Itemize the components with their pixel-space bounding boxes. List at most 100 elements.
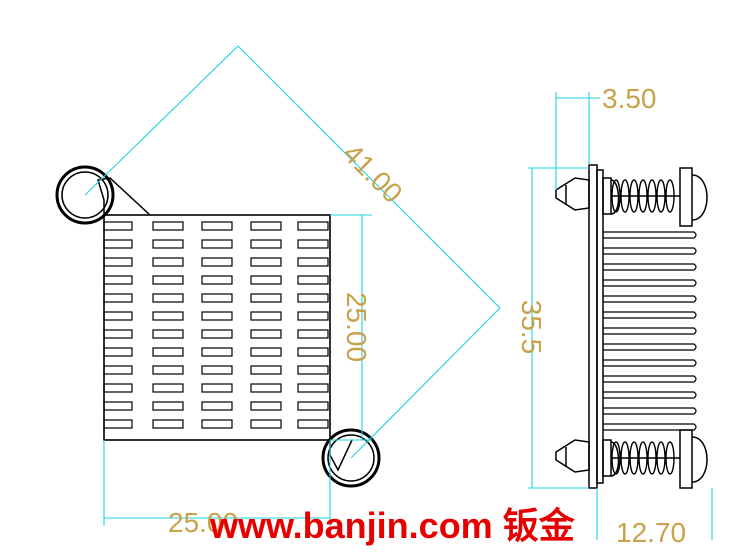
pin-fin: [201, 257, 233, 267]
side-fin: [603, 247, 697, 255]
pin-fin: [297, 383, 329, 393]
pin-fin: [250, 401, 282, 411]
heatsink-body-outline: [103, 214, 331, 441]
dimension-width-front: [103, 440, 331, 526]
clip-arm-top-left: [97, 177, 151, 216]
pin-fin: [297, 221, 329, 231]
dimension-pin-offset-label: 3.50: [602, 83, 657, 114]
pin-fin: [152, 401, 184, 411]
spring-coil: [638, 441, 648, 475]
spring-coil: [629, 179, 639, 213]
mounting-ring-top-left: [55, 165, 115, 225]
pin-fin: [250, 293, 282, 303]
pin-fin: [297, 275, 329, 285]
pin-fin: [250, 239, 282, 249]
pin-fin: [103, 419, 133, 429]
pin-fin: [103, 329, 133, 339]
dimension-depth-side-label: 12.70: [616, 517, 686, 548]
pin-fin: [152, 311, 184, 321]
pin-fin: [103, 311, 133, 321]
pin-fin: [201, 347, 233, 357]
dimension-diagonal: [84, 45, 501, 459]
pin-fin: [152, 365, 184, 375]
pin-fin: [250, 275, 282, 285]
pin-fin: [152, 419, 184, 429]
dimension-height-front: [330, 214, 372, 441]
pin-fin: [103, 221, 133, 231]
pin-fin: [152, 275, 184, 285]
pin-fin: [152, 347, 184, 357]
pin-fin: [201, 401, 233, 411]
pin-fin: [297, 347, 329, 357]
springs: [611, 179, 675, 475]
spring-coil: [629, 441, 639, 475]
pin-fin: [103, 257, 133, 267]
side-fin: [603, 359, 697, 367]
spring-coil: [656, 179, 666, 213]
pin-fin: [103, 365, 133, 375]
fin-stack: [603, 231, 697, 431]
mounting-ring-bottom-right: [321, 428, 381, 488]
pin-fin: [297, 401, 329, 411]
watermark-text: www.banjin.com 钣金: [209, 505, 576, 546]
spring-coil: [620, 441, 630, 475]
side-fin: [603, 423, 697, 431]
pin-fin: [297, 293, 329, 303]
side-fin: [603, 375, 697, 383]
side-fin: [603, 279, 697, 287]
dimension-width-front-label: 25.00: [168, 507, 238, 538]
pin-fin: [250, 419, 282, 429]
side-fin: [603, 391, 697, 399]
pin-fin: [297, 239, 329, 249]
pin-fin: [297, 329, 329, 339]
pin-fin: [201, 275, 233, 285]
side-fin: [603, 263, 697, 271]
push-pin-bottom: [555, 429, 708, 489]
pin-fin: [152, 221, 184, 231]
pin-fin: [103, 293, 133, 303]
pin-fin: [201, 293, 233, 303]
spring-coil: [620, 179, 630, 213]
pin-fin: [103, 401, 133, 411]
side-fin: [603, 311, 697, 319]
pin-fin: [103, 275, 133, 285]
pin-fin: [152, 329, 184, 339]
pin-fin: [297, 365, 329, 375]
dimension-depth-side: [596, 488, 713, 540]
pin-fin: [152, 293, 184, 303]
dimension-height-side: [528, 167, 589, 489]
dimension-height-front-label: 25.00: [341, 292, 372, 362]
pin-fin: [250, 311, 282, 321]
side-fin: [603, 231, 697, 239]
spring-coil: [647, 441, 657, 475]
pin-fin: [201, 239, 233, 249]
pin-fin: [103, 239, 133, 249]
side-fin: [603, 343, 697, 351]
spring-coil: [638, 179, 648, 213]
pin-fin: [297, 257, 329, 267]
pin-fin: [250, 347, 282, 357]
spring-coil: [665, 179, 675, 213]
pin-fin: [103, 347, 133, 357]
heatsink-front-view: [55, 165, 381, 488]
pin-fin: [152, 383, 184, 393]
heatsink-side-view: [555, 164, 708, 489]
pin-fin: [250, 221, 282, 231]
pin-fin: [297, 419, 329, 429]
pin-fin: [201, 221, 233, 231]
side-fin: [603, 295, 697, 303]
pin-fin: [152, 239, 184, 249]
pin-fin: [201, 383, 233, 393]
dimension-height-side-label: 35.5: [516, 300, 547, 355]
dimension-diagonal-label: 41.00: [337, 138, 408, 209]
pin-fin: [103, 383, 133, 393]
spring-coil: [665, 441, 675, 475]
pin-fin: [201, 329, 233, 339]
pin-fin: [201, 419, 233, 429]
pin-fin: [297, 311, 329, 321]
spring-coil: [611, 441, 621, 475]
pin-fin: [201, 311, 233, 321]
side-fin: [603, 407, 697, 415]
